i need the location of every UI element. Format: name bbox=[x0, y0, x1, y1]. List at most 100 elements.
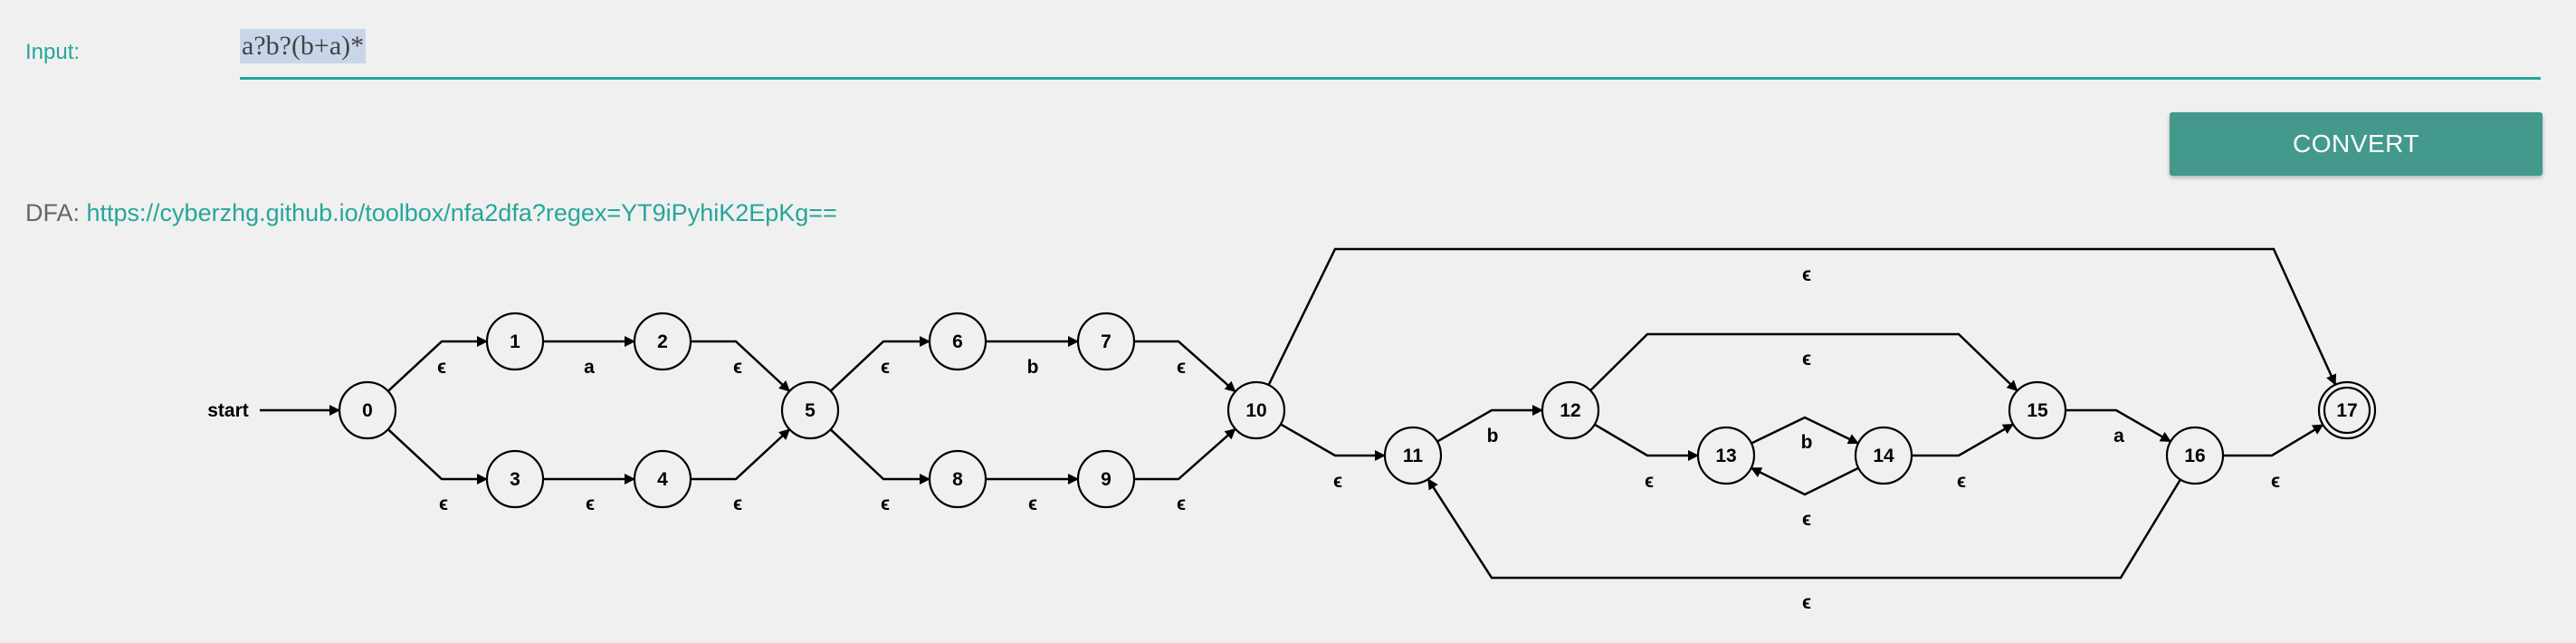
state-circle bbox=[485, 312, 545, 371]
transition-label-12-15: ϵ bbox=[1802, 349, 1811, 369]
state-circle bbox=[1076, 449, 1136, 509]
transition-10-17 bbox=[1267, 247, 2337, 386]
state-circle bbox=[633, 312, 692, 371]
state-label: 1 bbox=[510, 331, 520, 352]
state-circle bbox=[338, 380, 397, 440]
state-3: 3 bbox=[485, 449, 545, 509]
state-9: 9 bbox=[1076, 449, 1136, 509]
state-8: 8 bbox=[928, 449, 987, 509]
state-circle bbox=[2008, 380, 2067, 440]
transition-label-14-15: ϵ bbox=[1957, 471, 1966, 492]
dfa-label: DFA: bbox=[25, 199, 87, 226]
state-10: 10 bbox=[1226, 380, 1286, 440]
transition-0-1 bbox=[386, 336, 488, 392]
state-label: 0 bbox=[362, 400, 373, 421]
state-16: 16 bbox=[2165, 426, 2225, 485]
state-label: 17 bbox=[2336, 400, 2357, 421]
state-label: 10 bbox=[1245, 400, 1266, 421]
transition-12-15 bbox=[1589, 332, 2018, 392]
transition-14-15 bbox=[1912, 423, 2014, 457]
transition-label-1-2: a bbox=[584, 357, 595, 378]
transition-label-7-10: ϵ bbox=[1177, 357, 1186, 378]
state-label: 8 bbox=[952, 469, 963, 490]
transition-label-3-4: ϵ bbox=[586, 494, 595, 514]
state-circle bbox=[928, 312, 987, 371]
transition-label-15-16: a bbox=[2113, 426, 2124, 446]
state-circle bbox=[2165, 426, 2225, 485]
state-13: 13 bbox=[1696, 426, 1756, 485]
state-12: 12 bbox=[1541, 380, 1600, 440]
regex-input[interactable]: a?b?(b+a)* bbox=[240, 20, 2541, 80]
state-label: 7 bbox=[1101, 331, 1111, 352]
state-circle bbox=[1854, 426, 1913, 485]
dfa-link[interactable]: https://cyberzhg.github.io/toolbox/nfa2d… bbox=[86, 199, 837, 226]
state-circle bbox=[633, 449, 692, 509]
transition-0-3 bbox=[386, 428, 488, 485]
regex-input-value[interactable]: a?b?(b+a)* bbox=[240, 29, 367, 63]
transition-label-0-1: ϵ bbox=[437, 357, 446, 378]
transition-16-11 bbox=[1427, 478, 2181, 580]
transition-label-2-5: ϵ bbox=[733, 357, 742, 378]
transition-12-13 bbox=[1594, 423, 1699, 461]
transition-14-13 bbox=[1750, 466, 1859, 496]
state-6: 6 bbox=[928, 312, 987, 371]
transition-label-6-7: b bbox=[1027, 357, 1039, 378]
transition-5-8 bbox=[829, 428, 930, 485]
state-2: 2 bbox=[633, 312, 692, 371]
state-label: 13 bbox=[1715, 446, 1736, 466]
state-7: 7 bbox=[1076, 312, 1136, 371]
accepting-ring bbox=[2323, 386, 2371, 435]
state-circle bbox=[485, 449, 545, 509]
state-14: 14 bbox=[1854, 426, 1913, 485]
transition-2-5 bbox=[691, 340, 790, 392]
transition-7-10 bbox=[1134, 340, 1236, 393]
state-circle bbox=[1541, 380, 1600, 440]
transition-5-6 bbox=[829, 336, 930, 392]
transition-label-11-12: b bbox=[1487, 426, 1499, 446]
dfa-link-line: DFA: https://cyberzhg.github.io/toolbox/… bbox=[25, 199, 837, 227]
transition-label-5-8: ϵ bbox=[881, 494, 890, 514]
transition-11-12 bbox=[1436, 405, 1543, 443]
transition-label-9-10: ϵ bbox=[1177, 494, 1186, 514]
state-15: 15 bbox=[2008, 380, 2067, 440]
state-label: 14 bbox=[1873, 446, 1894, 466]
state-label: 16 bbox=[2184, 446, 2205, 466]
state-11: 11 bbox=[1383, 426, 1443, 485]
transition-label-10-17: ϵ bbox=[1802, 264, 1811, 285]
state-label: 2 bbox=[657, 331, 668, 352]
state-label: 3 bbox=[510, 469, 520, 490]
transition-9-10 bbox=[1134, 427, 1236, 481]
state-4: 4 bbox=[633, 449, 692, 509]
state-5: 5 bbox=[780, 380, 840, 440]
state-0: 0 bbox=[338, 380, 397, 440]
state-17: 17 bbox=[2317, 380, 2377, 440]
transition-label-0-3: ϵ bbox=[439, 494, 448, 514]
transition-label-8-9: ϵ bbox=[1028, 494, 1037, 514]
state-label: 15 bbox=[2027, 400, 2048, 421]
transition-label-14-13: ϵ bbox=[1802, 509, 1811, 530]
transition-4-5 bbox=[691, 428, 790, 481]
state-label: 4 bbox=[657, 469, 668, 490]
transition-10-11 bbox=[1280, 423, 1386, 461]
state-circle bbox=[1076, 312, 1136, 371]
state-circle bbox=[1383, 426, 1443, 485]
transition-15-16 bbox=[2066, 408, 2171, 443]
transition-label-12-13: ϵ bbox=[1645, 471, 1654, 492]
state-1: 1 bbox=[485, 312, 545, 371]
state-label: 5 bbox=[805, 400, 816, 421]
transition-label-4-5: ϵ bbox=[733, 494, 742, 514]
convert-button[interactable]: CONVERT bbox=[2170, 112, 2543, 176]
transition-label-10-11: ϵ bbox=[1333, 471, 1342, 492]
state-circle bbox=[2317, 380, 2377, 440]
state-circle bbox=[928, 449, 987, 509]
state-circle bbox=[780, 380, 840, 440]
transition-label-16-11: ϵ bbox=[1802, 592, 1811, 613]
transition-label-5-6: ϵ bbox=[881, 357, 890, 378]
state-circle bbox=[1696, 426, 1756, 485]
transition-label-13-14: b bbox=[1801, 432, 1813, 453]
transition-13-14 bbox=[1751, 416, 1859, 445]
transition-16-17 bbox=[2223, 424, 2324, 457]
